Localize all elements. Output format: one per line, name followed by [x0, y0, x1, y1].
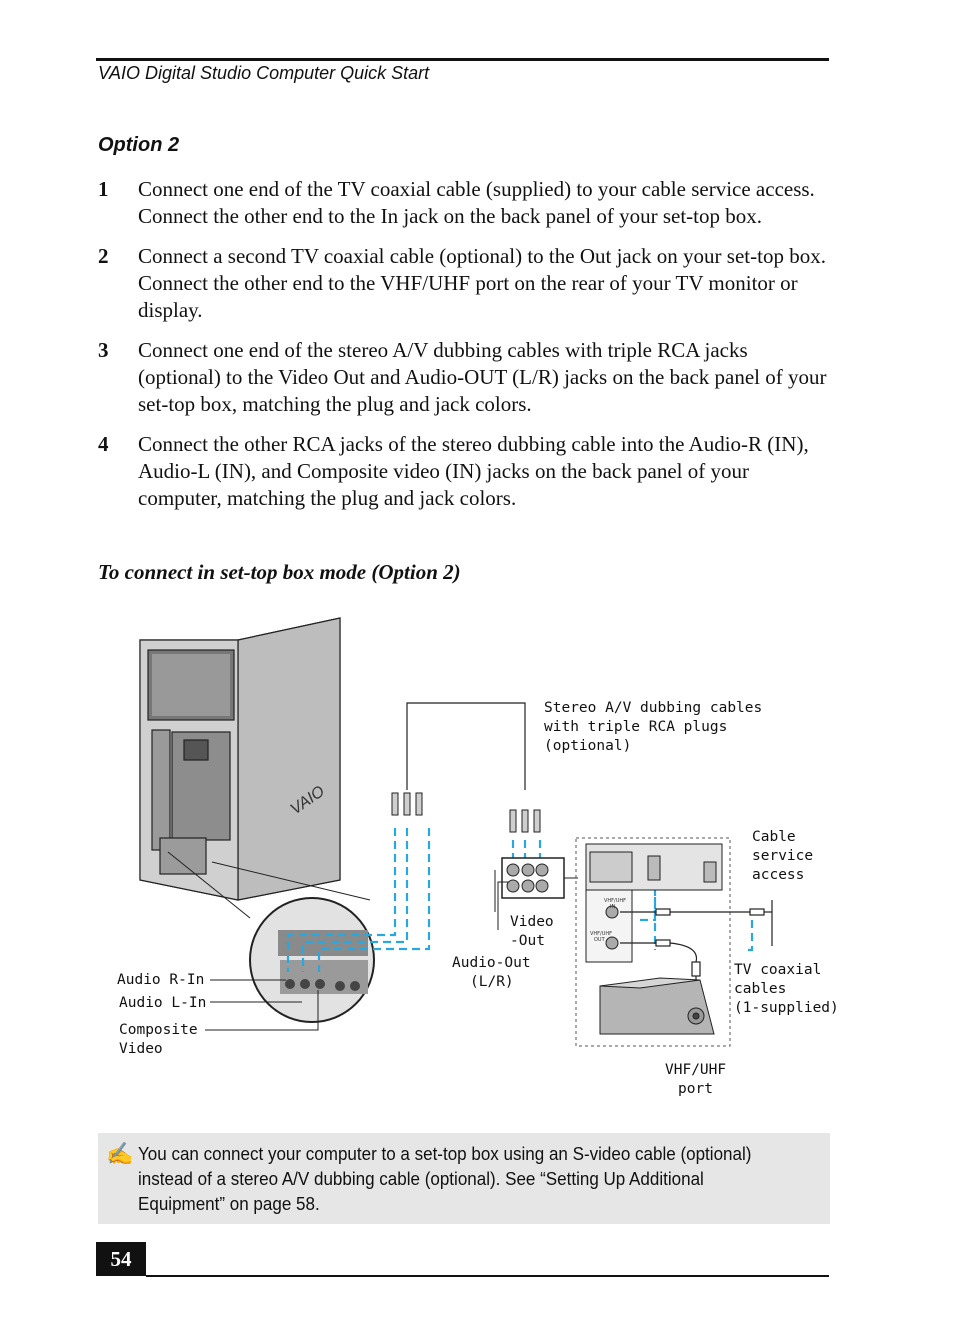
label-cable-service-line1: Cable	[752, 829, 796, 845]
footer-rule	[146, 1275, 829, 1277]
page-number: 54	[96, 1242, 146, 1276]
step-item: 1 Connect one end of the TV coaxial cabl…	[98, 176, 828, 230]
coaxial-cable-lines	[620, 900, 773, 1000]
header-rule	[96, 58, 829, 61]
rca-dashed-leads	[286, 828, 754, 972]
step-text: Connect one end of the stereo A/V dubbin…	[138, 338, 827, 416]
label-composite-line1: Composite	[119, 1022, 198, 1038]
label-audio-l-in: Audio L-In	[119, 995, 206, 1011]
figure-title: To connect in set-top box mode (Option 2…	[98, 560, 461, 584]
note-box: ✍ You can connect your computer to a set…	[98, 1133, 830, 1224]
rca-plug-group-right	[509, 809, 541, 833]
label-vhf-port-line1: VHF/UHF	[665, 1062, 726, 1078]
label-vhf-port-line2: port	[678, 1081, 713, 1097]
stb-vhf-out-label: VHF/UHF	[590, 931, 612, 937]
rca-plug-group-left	[391, 792, 423, 816]
rear-panel-zoom-illustration	[167, 851, 375, 1023]
label-dubbing-cables-line3: (optional)	[544, 738, 631, 754]
label-dubbing-cables-line2: with triple RCA plugs	[544, 719, 727, 735]
label-cable-service-line2: service	[752, 848, 813, 864]
dubbing-cable-line	[406, 702, 526, 790]
label-audio-r-in: Audio R-In	[117, 972, 204, 988]
step-number: 2	[98, 244, 109, 268]
label-video-out-line2: -Out	[510, 933, 545, 949]
label-tv-coax-line3: (1-supplied)	[734, 1000, 839, 1016]
label-composite-line2: Video	[119, 1041, 163, 1057]
label-tv-coax-line2: cables	[734, 981, 786, 997]
connection-diagram: VAIO	[117, 617, 839, 1097]
tv-monitor-illustration	[599, 977, 715, 1035]
stb-vhf-out-sublabel: OUT	[594, 937, 606, 943]
label-tv-coax-line1: TV coaxial	[734, 962, 821, 978]
label-audio-out-line1: Audio-Out	[452, 955, 531, 971]
option-heading: Option 2	[98, 134, 180, 156]
step-text: Connect the other RCA jacks of the stere…	[138, 432, 809, 510]
label-audio-out-line2: (L/R)	[470, 974, 514, 990]
pencil-note-icon: ✍	[106, 1141, 134, 1166]
stb-vhf-in-sublabel: IN	[610, 904, 615, 910]
stb-av-jack-panel	[501, 857, 578, 899]
step-number: 3	[98, 338, 109, 362]
note-text: You can connect your computer to a set-t…	[138, 1143, 752, 1214]
stb-tv-group-frame	[575, 837, 731, 1047]
label-leader-lines	[205, 870, 508, 1031]
step-item: 4 Connect the other RCA jacks of the ste…	[98, 431, 828, 512]
label-dubbing-cables-line1: Stereo A/V dubbing cables	[544, 700, 762, 716]
label-cable-service-line3: access	[752, 867, 804, 883]
label-video-out-line1: Video	[510, 914, 554, 930]
step-item: 2 Connect a second TV coaxial cable (opt…	[98, 243, 828, 324]
running-header: VAIO Digital Studio Computer Quick Start	[98, 63, 430, 83]
stb-vhf-in-label: VHF/UHF	[604, 898, 626, 904]
step-number: 4	[98, 432, 109, 456]
step-number: 1	[98, 177, 109, 201]
steps-list: 1 Connect one end of the TV coaxial cabl…	[98, 176, 828, 525]
step-text: Connect a second TV coaxial cable (optio…	[138, 244, 826, 322]
step-item: 3 Connect one end of the stereo A/V dubb…	[98, 337, 828, 418]
computer-tower-illustration	[139, 617, 341, 901]
step-text: Connect one end of the TV coaxial cable …	[138, 177, 815, 228]
set-top-box-illustration	[585, 843, 723, 963]
